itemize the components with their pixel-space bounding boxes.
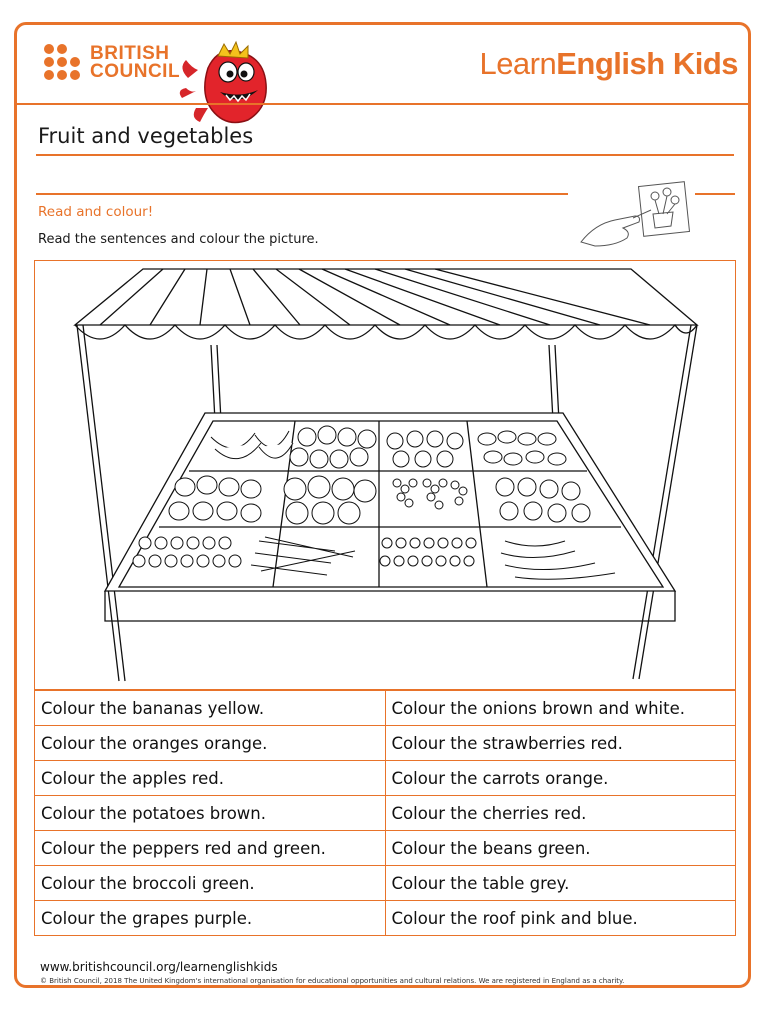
sentence-cell: Colour the onions brown and white. [384, 690, 736, 726]
sentence-cell: Colour the carrots orange. [384, 760, 736, 796]
sentence-cell: Colour the broccoli green. [34, 865, 386, 901]
site-name-part2: English Kids [556, 46, 738, 81]
sentence-cell: Colour the grapes purple. [34, 900, 386, 936]
worksheet-title: Fruit and vegetables [38, 124, 254, 148]
section-heading: Read and colour! [38, 204, 154, 220]
sentence-cell: Colour the apples red. [34, 760, 386, 796]
sentence-cell: Colour the roof pink and blue. [384, 900, 736, 936]
sentence-cell: Colour the cherries red. [384, 795, 736, 831]
table-row: Colour the broccoli green. Colour the ta… [34, 865, 736, 901]
sentence-cell: Colour the oranges orange. [34, 725, 386, 761]
sentence-cell: Colour the peppers red and green. [34, 830, 386, 866]
footer-link[interactable]: www.britishcouncil.org/learnenglishkids [40, 960, 278, 974]
british-council-wordmark: BRITISH COUNCIL [90, 43, 181, 82]
table-row: Colour the peppers red and green. Colour… [34, 830, 736, 866]
site-name-part1: Learn [479, 46, 557, 81]
sentence-cell: Colour the strawberries red. [384, 725, 736, 761]
footer-copyright: © British Council, 2018 The United Kingd… [40, 977, 625, 985]
title-underline [36, 154, 734, 156]
sentence-cell: Colour the beans green. [384, 830, 736, 866]
section-divider-right [695, 193, 735, 195]
sentence-cell: Colour the bananas yellow. [34, 690, 386, 726]
header-divider [17, 103, 748, 105]
british-council-logo[interactable]: BRITISH COUNCIL [44, 44, 180, 82]
page-border [14, 22, 751, 988]
sentence-cell: Colour the table grey. [384, 865, 736, 901]
table-row: Colour the bananas yellow. Colour the on… [34, 690, 736, 726]
sentences-table: Colour the bananas yellow. Colour the on… [34, 690, 736, 936]
british-council-dots-icon [44, 44, 82, 82]
section-divider [36, 193, 568, 195]
brand-line-2: COUNCIL [90, 61, 181, 82]
market-stall-illustration [73, 268, 699, 682]
hand-colouring-icon [580, 181, 691, 247]
learnenglish-kids-logo[interactable]: LearnEnglish Kids [479, 46, 738, 82]
table-row: Colour the oranges orange. Colour the st… [34, 725, 736, 761]
instruction-text: Read the sentences and colour the pictur… [38, 232, 319, 247]
picture-frame [34, 260, 736, 690]
sentence-cell: Colour the potatoes brown. [34, 795, 386, 831]
brand-line-1: BRITISH [90, 43, 170, 64]
monster-mascot-icon [179, 40, 267, 124]
table-row: Colour the grapes purple. Colour the roo… [34, 900, 736, 936]
table-row: Colour the apples red. Colour the carrot… [34, 760, 736, 796]
table-row: Colour the potatoes brown. Colour the ch… [34, 795, 736, 831]
